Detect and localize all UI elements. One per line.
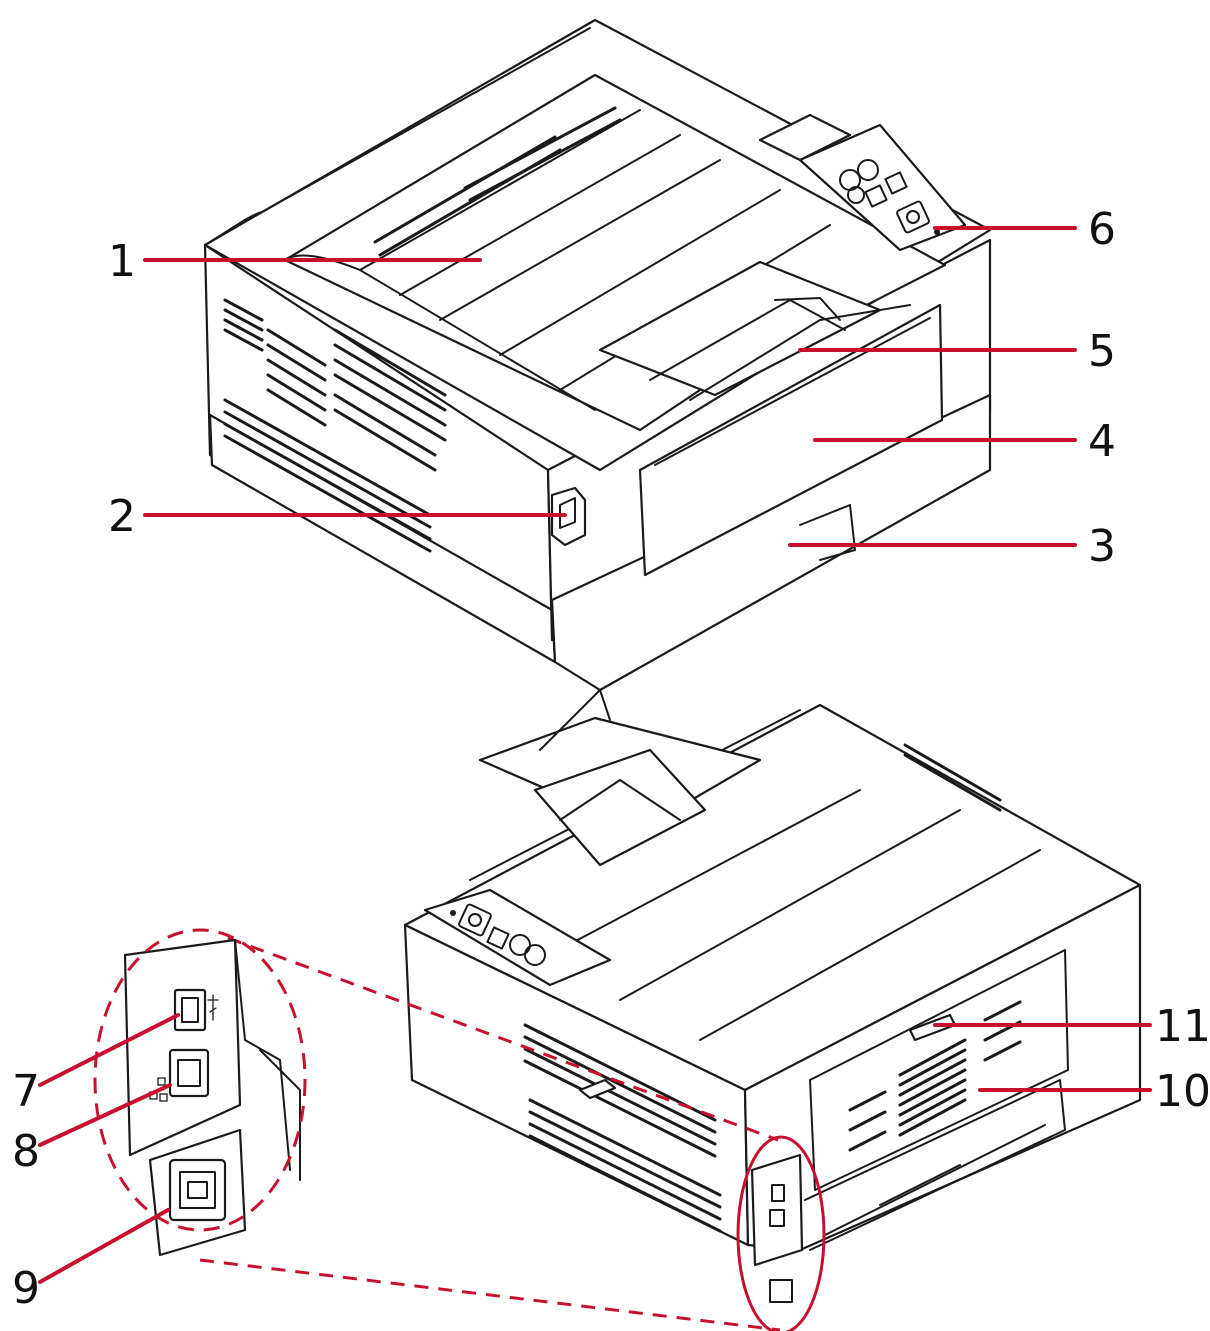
callout-10: 10 [1155,1066,1210,1117]
callout-leaders [38,226,1152,1284]
callout-8: 8 [12,1126,40,1177]
leader-line-9 [38,1208,170,1284]
callout-11: 11 [1155,1001,1210,1052]
callout-7: 7 [12,1066,40,1117]
callout-5: 5 [1088,326,1116,377]
leader-line-8 [38,1083,172,1147]
ethernet-port-zoom [168,1048,210,1098]
callout-6: 6 [1088,204,1116,255]
printer-front-view [203,18,992,692]
callout-1: 1 [108,236,136,287]
callout-labels: 1 2 3 4 5 6 7 8 9 10 11 [12,204,1210,1314]
printer-rear-view [403,689,1142,1331]
rear-port-detail-zoom [93,928,781,1331]
callout-2: 2 [108,491,136,542]
power-icon [168,1158,227,1222]
callout-4: 4 [1088,416,1116,467]
leader-line-7 [38,1013,180,1087]
usb-port-zoom [173,988,207,1032]
callout-3: 3 [1088,521,1116,572]
usb-icon [207,994,219,1021]
callout-9: 9 [12,1263,40,1314]
